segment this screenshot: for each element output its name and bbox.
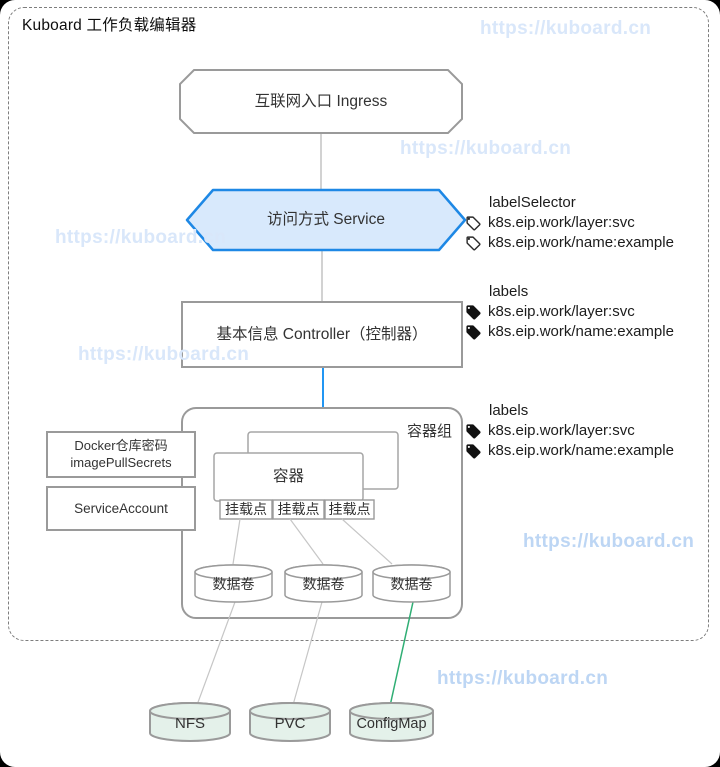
link-mount1-volume1 (232, 518, 241, 565)
storage-cylinder-pvc (249, 702, 331, 742)
tag-filled-icon (466, 443, 481, 459)
editor-boundary-frame (8, 7, 709, 641)
volume-cylinder-1 (194, 564, 273, 603)
controller-node-label: 基本信息 Controller（控制器） (216, 326, 428, 343)
annotation-tag-text: k8s.eip.work/layer:svc (488, 214, 635, 231)
annotation-tag-row: k8s.eip.work/name:example (465, 233, 674, 253)
annotation-heading: labels (489, 283, 529, 300)
storage-cylinder-nfs (149, 702, 231, 742)
tag-filled-icon (466, 304, 481, 320)
annotation-tag-row: k8s.eip.work/name:example (465, 322, 674, 342)
annotation-tag-row: k8s.eip.work/layer:svc (465, 421, 674, 441)
pod-group-label: 容器组 (406, 423, 452, 440)
volume-cylinder-2 (284, 564, 363, 603)
volume-label-2: 数据卷 (302, 576, 345, 592)
annotation-tag-row: k8s.eip.work/layer:svc (465, 213, 674, 233)
tag-filled-icon (466, 423, 481, 439)
annotation-label-selector: labelSelector k8s.eip.work/layer:svc k8s… (465, 193, 674, 253)
ingress-node-label: 互联网入口 Ingress (254, 93, 388, 110)
image-pull-secrets-line2: imagePullSecrets (70, 455, 172, 470)
container-label: 容器 (272, 468, 304, 485)
controller-node-shape (181, 301, 463, 368)
service-node-shape (185, 188, 467, 252)
mount-point-shape-3 (324, 499, 375, 520)
tag-filled-icon (466, 324, 481, 340)
service-account-label: ServiceAccount (74, 501, 168, 516)
tag-outline-icon (466, 235, 481, 251)
storage-label-nfs: NFS (175, 715, 205, 732)
annotation-tag-text: k8s.eip.work/name:example (488, 442, 674, 459)
page-title: Kuboard 工作负载编辑器 (22, 17, 197, 34)
annotation-tag-row: k8s.eip.work/name:example (465, 441, 674, 461)
annotation-tag-text: k8s.eip.work/layer:svc (488, 422, 635, 439)
volume-label-3: 数据卷 (390, 576, 433, 592)
mount-point-shape-1 (219, 499, 273, 520)
annotation-tag-text: k8s.eip.work/layer:svc (488, 303, 635, 320)
annotation-tag-text: k8s.eip.work/name:example (488, 234, 674, 251)
annotation-tag-text: k8s.eip.work/name:example (488, 323, 674, 340)
volume-cylinder-3 (372, 564, 451, 603)
service-node-label: 访问方式 Service (267, 211, 385, 228)
image-pull-secrets-shape (46, 431, 196, 478)
annotation-heading: labels (489, 402, 529, 419)
annotation-controller-labels: labels k8s.eip.work/layer:svc k8s.eip.wo… (465, 282, 674, 342)
storage-cylinder-configmap (349, 702, 434, 742)
link-volume1-nfs (196, 601, 236, 706)
image-pull-secrets-label: Docker仓库密码 imagePullSecrets (47, 437, 195, 471)
tag-outline-icon (466, 215, 481, 231)
mount-point-label-1: 挂载点 (225, 501, 267, 517)
ingress-node-shape (179, 69, 463, 134)
link-mount2-volume2 (289, 518, 324, 565)
annotation-tag-row: k8s.eip.work/layer:svc (465, 302, 674, 322)
mount-point-label-3: 挂载点 (328, 501, 371, 517)
link-volume2-pvc (292, 601, 323, 706)
link-mount3-volume3 (341, 518, 393, 565)
image-pull-secrets-line1: Docker仓库密码 (74, 438, 168, 453)
mount-point-label-2: 挂载点 (277, 501, 320, 517)
annotation-heading: labelSelector (489, 194, 576, 211)
mount-point-shape-2 (272, 499, 325, 520)
storage-label-pvc: PVC (274, 715, 306, 732)
link-volume3-configmap (389, 601, 414, 707)
annotation-pod-labels: labels k8s.eip.work/layer:svc k8s.eip.wo… (465, 401, 674, 461)
volume-label-1: 数据卷 (212, 576, 255, 592)
service-account-shape (46, 486, 196, 531)
storage-label-configmap: ConfigMap (356, 716, 427, 732)
